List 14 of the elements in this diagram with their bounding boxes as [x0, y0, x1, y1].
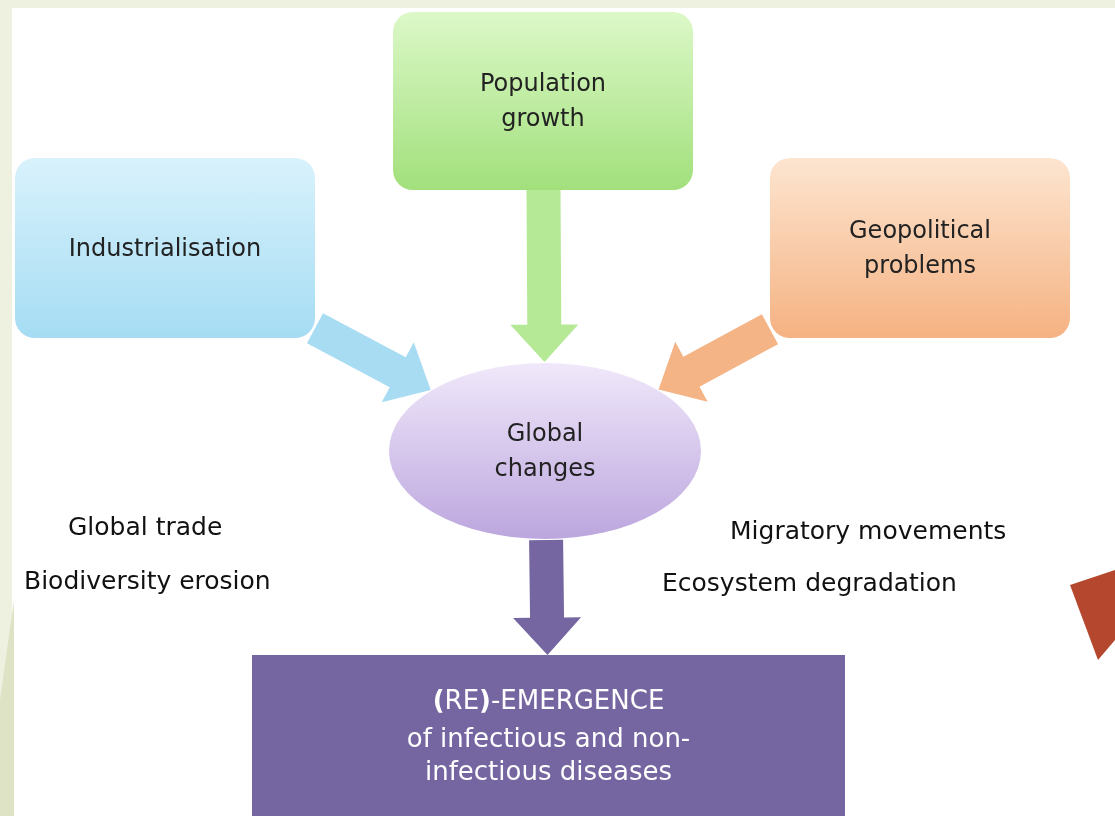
factor-label: Ecosystem degradation — [662, 568, 957, 597]
factor-label: Global trade — [68, 512, 223, 541]
node-label: Global changes — [493, 418, 597, 484]
block-arrow — [307, 313, 431, 403]
box-heading: (RE)-EMERGENCE — [432, 683, 665, 717]
factor-label: Migratory movements — [730, 516, 1007, 545]
node-label: Geopolitical problems — [848, 215, 992, 281]
block-arrow — [510, 189, 579, 362]
factor-label: Biodiversity erosion — [24, 566, 271, 595]
node-label: of infectious and non-infectious diseases — [405, 722, 692, 788]
block-arrow — [513, 539, 582, 655]
node-label: Industrialisation — [68, 232, 262, 264]
block-arrow — [658, 314, 779, 402]
node-label: Population growth — [478, 68, 608, 134]
